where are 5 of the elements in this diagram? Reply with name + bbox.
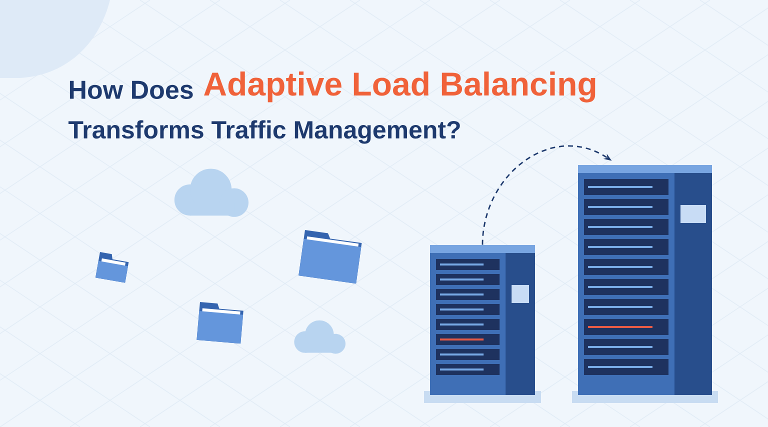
title-text: How Does [70, 80, 193, 100]
title-text: Transforms Traffic Management? [68, 120, 460, 144]
server-drawing [424, 245, 541, 403]
title-text: Adaptive Load Balancing [204, 72, 596, 102]
server-drawing [572, 165, 718, 403]
